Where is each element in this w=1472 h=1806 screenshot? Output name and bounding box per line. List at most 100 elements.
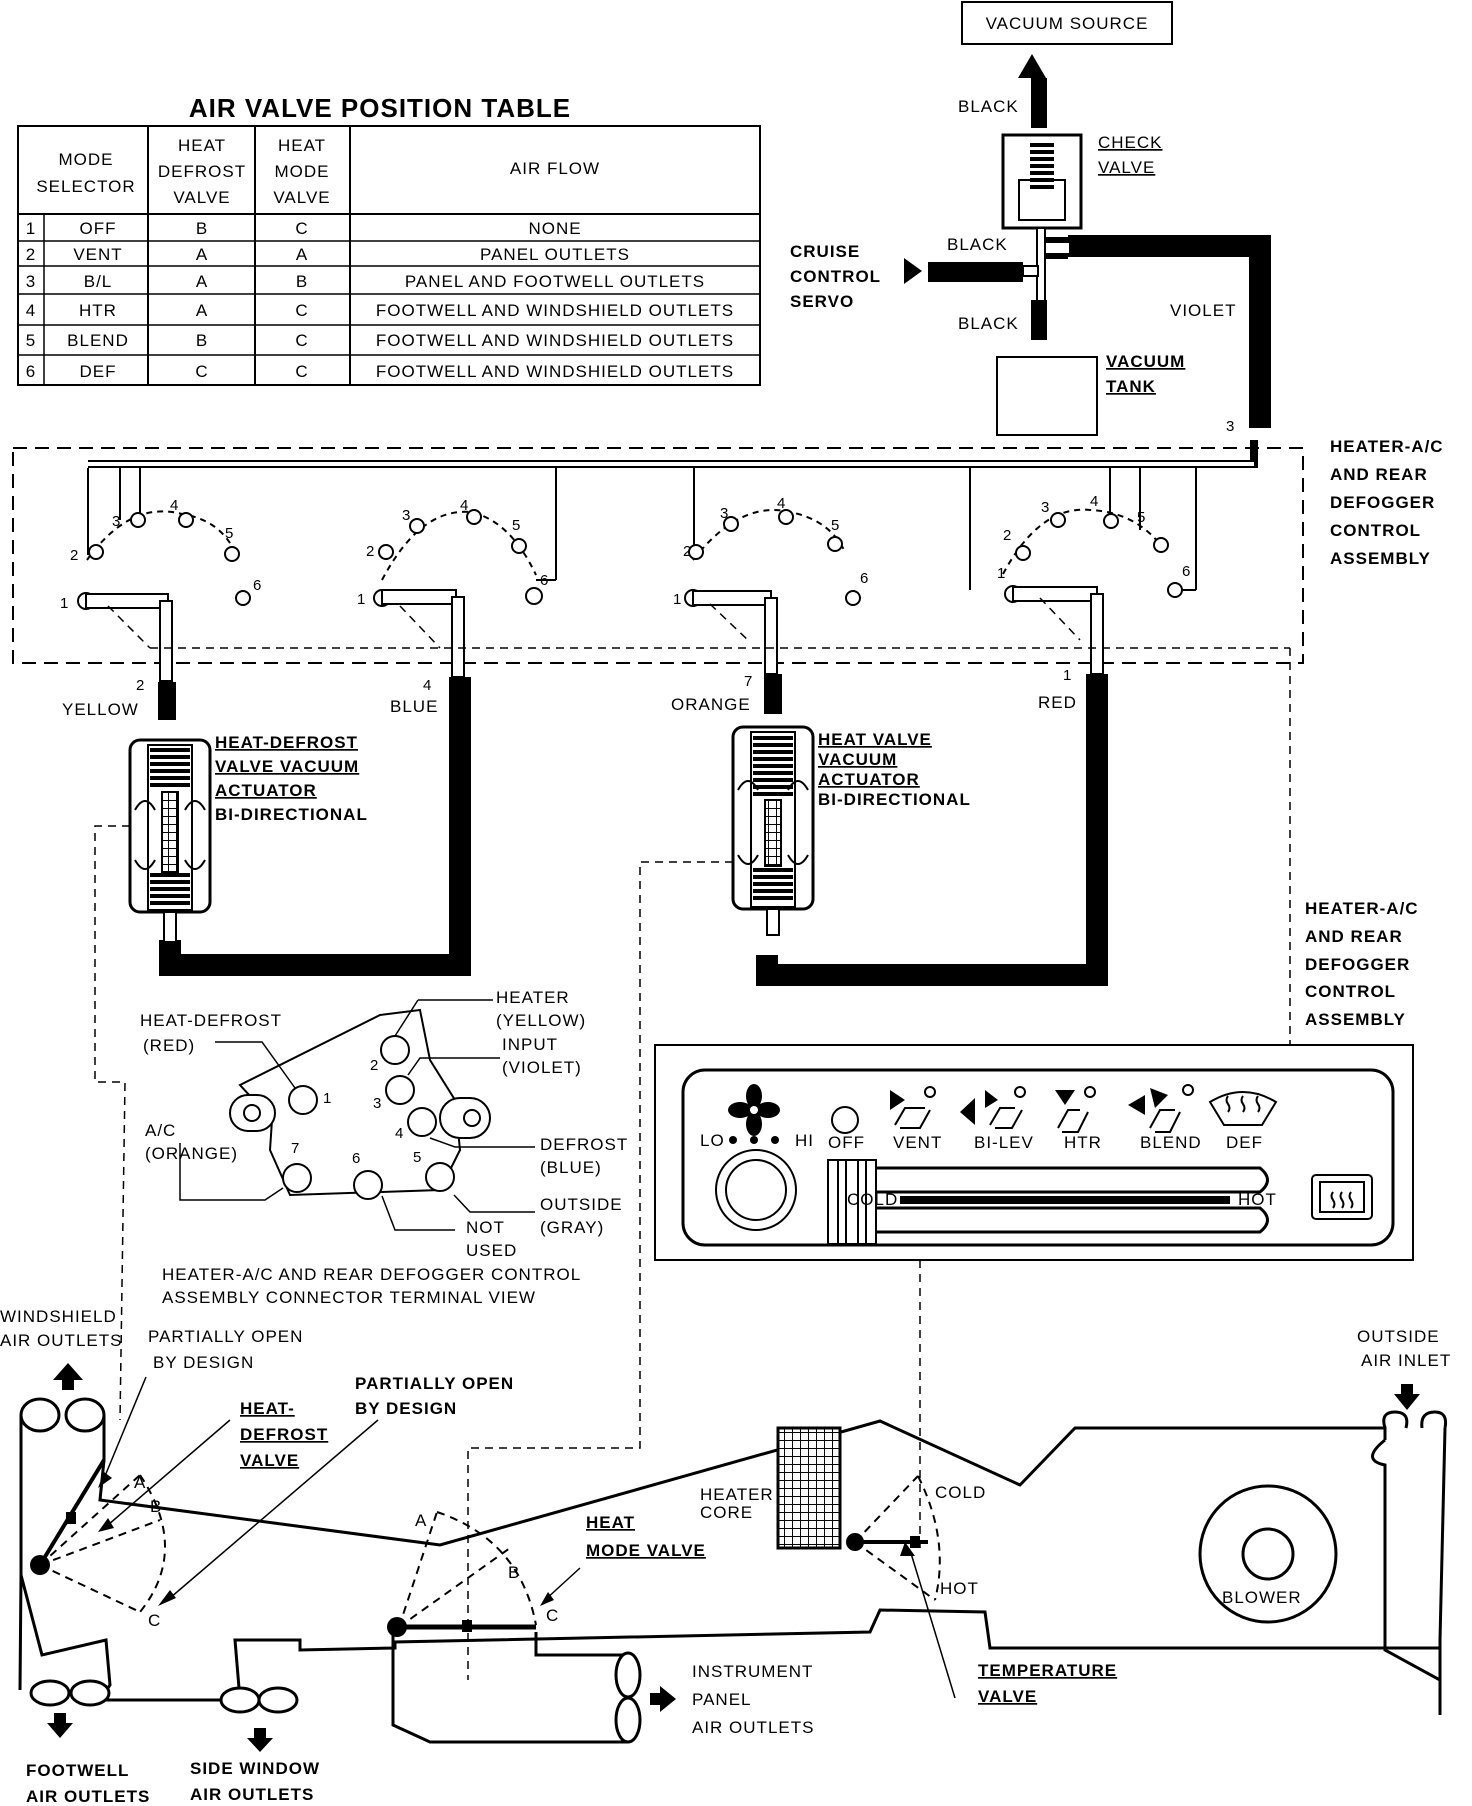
vacuum-tank xyxy=(996,356,1098,436)
panel-cold-label: COLD xyxy=(847,1190,898,1209)
partially-open-label-2: BY DESIGN xyxy=(153,1353,254,1372)
svg-text:2: 2 xyxy=(70,547,78,564)
panel-hot-label: HOT xyxy=(1238,1190,1277,1209)
footwell-label-1: FOOTWELL xyxy=(26,1761,129,1780)
control-assembly-label-2: AND REAR xyxy=(1330,465,1428,484)
heat-defrost-valve-label-3: VALVE xyxy=(240,1451,299,1470)
svg-text:3: 3 xyxy=(402,507,410,524)
svg-text:FOOTWELL AND WINDSHIELD OUTLET: FOOTWELL AND WINDSHIELD OUTLETS xyxy=(376,331,734,350)
svg-text:3: 3 xyxy=(373,1095,381,1112)
heat-valve-actuator-label-4: BI-DIRECTIONAL xyxy=(818,790,971,809)
temperature-lever[interactable] xyxy=(827,1159,1269,1245)
port-3-label: 3 xyxy=(1226,418,1234,435)
header-mode-2: MODE xyxy=(275,162,330,181)
svg-text:OFF: OFF xyxy=(80,219,117,238)
svg-text:1: 1 xyxy=(997,565,1005,582)
svg-text:6: 6 xyxy=(26,362,36,381)
table-row: 6 DEF C C FOOTWELL AND WINDSHIELD OUTLET… xyxy=(26,362,734,381)
off-button[interactable] xyxy=(831,1106,859,1134)
vacuum-tank-label: VACUUM xyxy=(1106,352,1185,371)
connector-not-used-label-2: USED xyxy=(466,1241,517,1260)
instrument-label-1: INSTRUMENT xyxy=(692,1662,813,1681)
hm-position-c: C xyxy=(546,1606,559,1625)
mode-blend[interactable]: BLEND xyxy=(1140,1133,1202,1152)
svg-text:C: C xyxy=(295,301,308,320)
heat-defrost-actuator-label-3: ACTUATOR xyxy=(215,781,317,800)
svg-text:B: B xyxy=(196,331,208,350)
hd-position-b: B xyxy=(150,1497,162,1516)
mode-htr[interactable]: HTR xyxy=(1064,1133,1102,1152)
svg-text:B: B xyxy=(296,272,308,291)
header-heat: HEAT xyxy=(178,136,226,155)
connector-ac-label: A/C xyxy=(145,1121,176,1140)
instrument-label-2: PANEL xyxy=(692,1690,752,1709)
vent-icon xyxy=(890,1090,905,1110)
header-defrost: DEFROST xyxy=(158,162,246,181)
heater-core xyxy=(776,1426,842,1550)
blend-icon xyxy=(1128,1095,1145,1115)
svg-text:ASSEMBLY: ASSEMBLY xyxy=(1305,1010,1406,1029)
connector-input-label: INPUT xyxy=(502,1035,558,1054)
side-window-label-1: SIDE WINDOW xyxy=(190,1759,320,1778)
svg-text:2: 2 xyxy=(136,677,144,694)
svg-text:3: 3 xyxy=(112,513,120,530)
mode-bi-lev[interactable]: BI-LEV xyxy=(974,1133,1034,1152)
vacuum-source-label: VACUUM SOURCE xyxy=(986,14,1149,33)
svg-text:1: 1 xyxy=(357,591,365,608)
svg-text:7: 7 xyxy=(291,1140,299,1157)
header-mode: MODE xyxy=(59,150,114,169)
duct-cold-label: COLD xyxy=(935,1483,986,1502)
svg-text:6: 6 xyxy=(1182,563,1190,580)
connector-caption-2: ASSEMBLY CONNECTOR TERMINAL VIEW xyxy=(162,1288,536,1307)
svg-text:C: C xyxy=(295,331,308,350)
orange-hose-label: ORANGE xyxy=(671,695,751,714)
heat-defrost-actuator-label-4: BI-DIRECTIONAL xyxy=(215,805,368,824)
svg-text:5: 5 xyxy=(413,1149,421,1166)
vacuum-source-box xyxy=(961,1,1173,45)
svg-text:DEF: DEF xyxy=(80,362,117,381)
mode-vent[interactable]: VENT xyxy=(893,1133,942,1152)
partially-open-label-4: BY DESIGN xyxy=(355,1399,457,1418)
svg-text:1: 1 xyxy=(1063,667,1071,684)
black-hose-label: BLACK xyxy=(958,97,1019,116)
footwell-label-2: AIR OUTLETS xyxy=(26,1787,150,1806)
svg-text:DEFOGGER: DEFOGGER xyxy=(1305,955,1410,974)
svg-text:C: C xyxy=(295,219,308,238)
check-valve-label-2: VALVE xyxy=(1098,158,1155,177)
red-hose-label: RED xyxy=(1038,693,1077,712)
down-arrow-icon xyxy=(247,1738,273,1752)
mode-def[interactable]: DEF xyxy=(1226,1133,1263,1152)
windshield-label-2: AIR OUTLETS xyxy=(0,1331,122,1350)
black-hose-label-3: BLACK xyxy=(958,314,1019,333)
svg-text:4: 4 xyxy=(777,495,785,512)
air-duct-diagram: BLOWER OUTSIDE AIR INLET HEATER CORE COL… xyxy=(0,1307,1450,1806)
heater-core-label-1: HEATER xyxy=(700,1485,774,1504)
connector-outside-label: OUTSIDE xyxy=(540,1195,623,1214)
svg-text:6: 6 xyxy=(540,572,548,589)
table-row: 5 BLEND B C FOOTWELL AND WINDSHIELD OUTL… xyxy=(26,331,734,350)
heat-defrost-actuator-label-2: VALVE VACUUM xyxy=(215,757,359,776)
heat-valve-actuator-label-2: VACUUM xyxy=(818,750,897,769)
svg-text:B: B xyxy=(196,219,208,238)
svg-text:FOOTWELL AND WINDSHIELD OUTLET: FOOTWELL AND WINDSHIELD OUTLETS xyxy=(376,362,734,381)
svg-text:C: C xyxy=(195,362,208,381)
mode-icons xyxy=(890,1084,1278,1133)
heat-valve-actuator-label-1: HEAT VALVE xyxy=(818,730,932,749)
svg-text:6: 6 xyxy=(352,1150,360,1167)
connector-heater-color: (YELLOW) xyxy=(496,1011,586,1030)
heat-defrost-valve-label-2: DEFROST xyxy=(240,1425,328,1444)
svg-text:BLEND: BLEND xyxy=(67,331,129,350)
svg-text:2: 2 xyxy=(26,245,36,264)
heat-defrost-actuator: HEAT-DEFROST VALVE VACUUM ACTUATOR BI-DI… xyxy=(128,733,368,943)
violet-hose-label: VIOLET xyxy=(1170,301,1236,320)
duct-hot-label: HOT xyxy=(940,1579,979,1598)
connector-caption-1: HEATER-A/C AND REAR DEFOGGER CONTROL xyxy=(162,1265,581,1284)
partially-open-label-1: PARTIALLY OPEN xyxy=(148,1327,303,1346)
hm-position-b: B xyxy=(508,1563,520,1582)
partially-open-label-3: PARTIALLY OPEN xyxy=(355,1374,514,1393)
cruise-label-3: SERVO xyxy=(790,292,854,311)
connector-defrost-color: (BLUE) xyxy=(540,1158,602,1177)
connector-heat-defrost-color: (RED) xyxy=(143,1036,195,1055)
mode-off[interactable]: OFF xyxy=(828,1133,865,1152)
